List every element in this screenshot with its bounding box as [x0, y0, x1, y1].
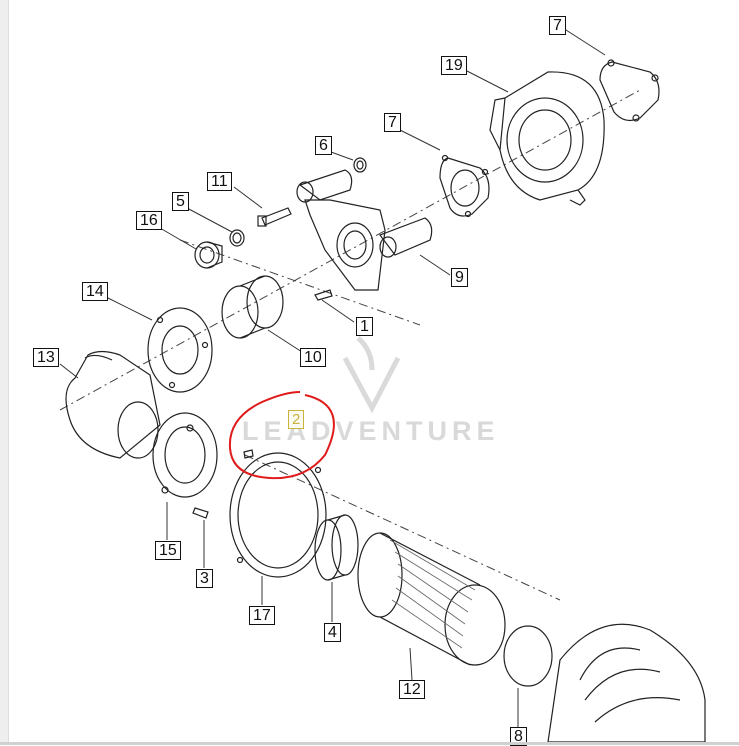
callout-9: 9: [451, 268, 468, 287]
assembly-axis-lines: [59, 89, 641, 601]
screw-1: [314, 289, 333, 301]
bracket-assembly: [296, 169, 433, 291]
clamp-10: [221, 275, 284, 339]
callout-11: 11: [207, 172, 232, 191]
gasket-top-7: [599, 59, 660, 122]
callout-3: 3: [196, 569, 213, 588]
watermark-logo: [342, 336, 401, 414]
callout-15: 15: [155, 541, 181, 560]
screw-3: [192, 507, 209, 519]
annotation-circle: [228, 391, 335, 480]
outer-cover: [547, 623, 706, 743]
callout-6: 6: [315, 136, 332, 155]
callout-13: 13: [33, 348, 59, 367]
callout-17: 17: [249, 606, 275, 625]
callout-14: 14: [82, 282, 108, 301]
large-ring-17: [229, 452, 327, 578]
callout-7-mid: 7: [384, 113, 401, 132]
window-frame-bottom: [0, 742, 739, 745]
watermark-text: LEADVENTURE: [242, 416, 500, 446]
o-ring-6: [353, 157, 367, 173]
elbow-tube-13: [65, 350, 161, 459]
gasket-disk-14: [147, 307, 213, 393]
window-frame-left: [0, 0, 9, 745]
backing-plate-19: [489, 71, 605, 206]
callout-10: 10: [300, 348, 326, 367]
o-ring-8: [503, 625, 553, 687]
callout-4: 4: [324, 623, 341, 642]
callout-2: 2: [288, 410, 305, 429]
bolt-11: [257, 207, 292, 227]
callout-12: 12: [399, 680, 425, 699]
gasket-mid-7: [439, 154, 490, 218]
plug-16: [194, 241, 223, 269]
leader-lines: [59, 29, 606, 727]
callout-5: 5: [172, 192, 189, 211]
screw-2: [243, 449, 254, 459]
callout-1: 1: [356, 317, 373, 336]
callout-7-top: 7: [549, 16, 566, 35]
callout-16: 16: [136, 211, 162, 230]
clamp-ring-4: [314, 514, 359, 581]
adapter-ring-15: [152, 412, 218, 498]
cone-filter-12: [357, 532, 506, 666]
callout-19: 19: [441, 56, 467, 75]
o-ring-5: [229, 229, 245, 247]
